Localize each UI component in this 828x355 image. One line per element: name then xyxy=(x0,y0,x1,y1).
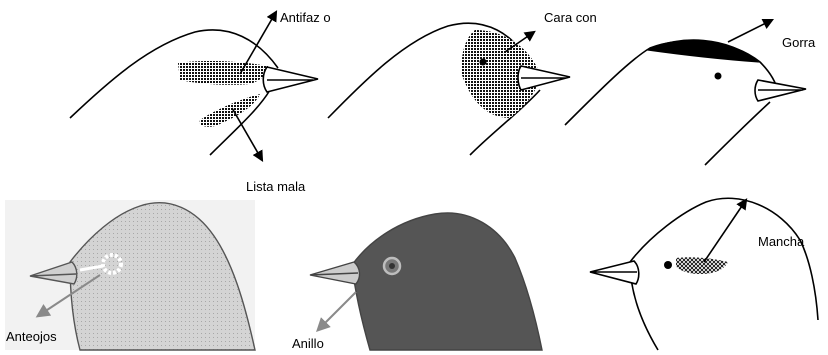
beak xyxy=(755,80,806,101)
head-outline xyxy=(630,198,818,350)
beak xyxy=(310,262,360,284)
throat-outline xyxy=(705,102,770,165)
arrow-anillo xyxy=(318,292,356,330)
panel-anillo: Anillo xyxy=(292,213,542,351)
label-lista-mala: Lista mala xyxy=(246,179,306,194)
panel-gorra: Gorra xyxy=(565,20,816,165)
label-anillo: Anillo xyxy=(292,336,324,351)
arrow-lista-mala xyxy=(232,108,262,160)
label-cara: Cara con xyxy=(544,10,597,25)
eye xyxy=(715,73,722,80)
panel-cara-con: Cara con xyxy=(328,10,597,155)
panel-antifaz-lista-mala: Antifaz o Lista mala xyxy=(70,10,331,194)
label-gorra: Gorra xyxy=(782,35,816,50)
mask-patch xyxy=(178,61,268,85)
mancha-patch xyxy=(676,257,728,274)
label-mancha: Mancha xyxy=(758,234,805,249)
eye xyxy=(389,263,395,269)
head-shape xyxy=(352,213,542,350)
malar-stripe xyxy=(200,94,260,127)
arrow-gorra xyxy=(728,20,772,42)
beak xyxy=(518,66,570,90)
eye xyxy=(664,261,672,269)
panel-anteojos: Anteojos xyxy=(5,200,255,350)
label-anteojos: Anteojos xyxy=(6,329,57,344)
beak xyxy=(590,261,639,284)
beak xyxy=(263,67,318,92)
eye xyxy=(480,59,487,66)
arrow-mancha xyxy=(704,200,746,262)
label-antifaz: Antifaz o xyxy=(280,10,331,25)
panel-mancha: Mancha xyxy=(590,198,818,350)
